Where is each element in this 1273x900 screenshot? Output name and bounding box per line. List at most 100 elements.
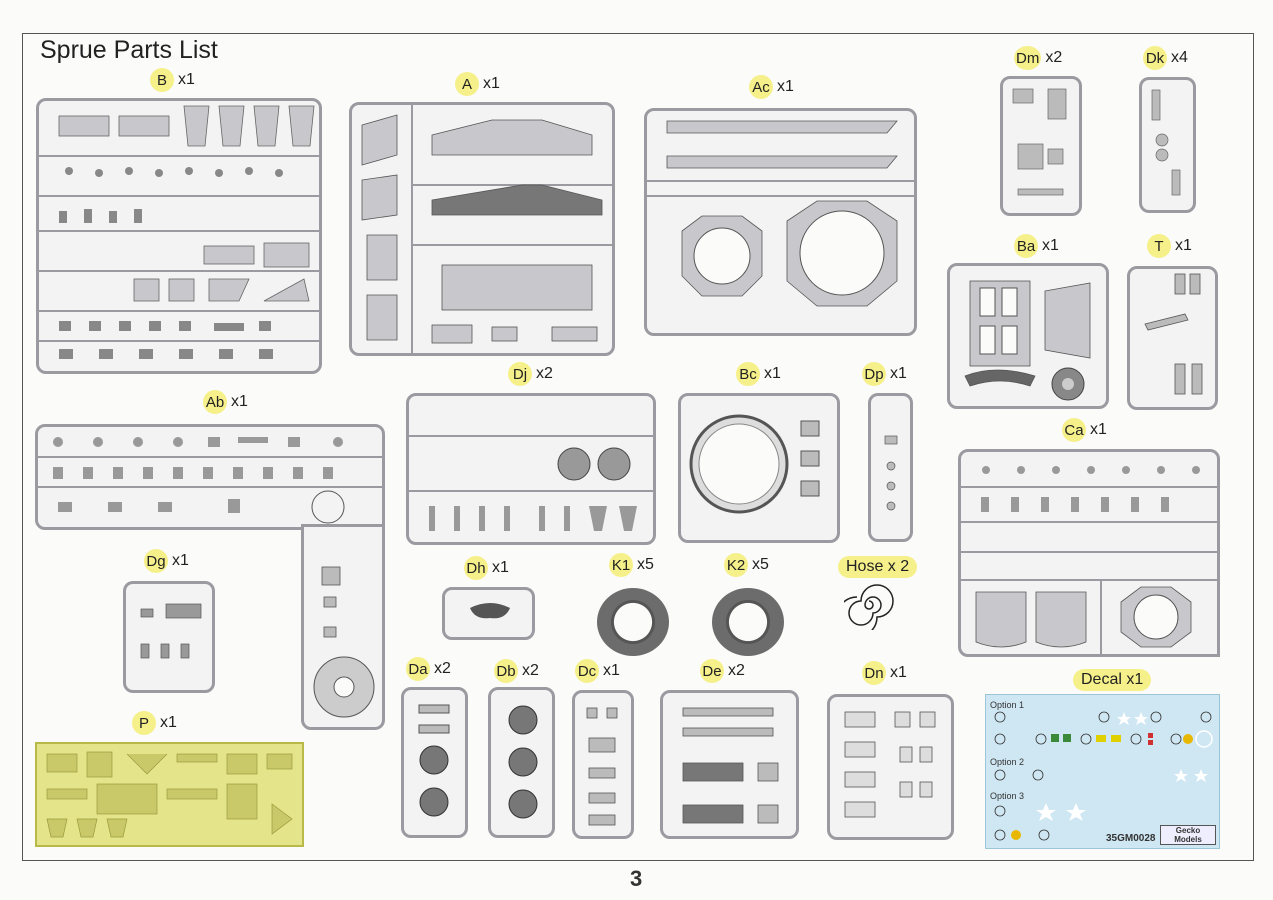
sprue-qty: x1 xyxy=(603,662,620,679)
sprue-dn xyxy=(827,694,954,840)
sprue-qty: x2 xyxy=(522,662,539,679)
sprue-dk-parts xyxy=(1151,89,1181,196)
sprue-qty: x1 xyxy=(483,75,500,92)
photo-etch-parts xyxy=(46,751,293,838)
sprue-qty: x2 xyxy=(1045,49,1063,66)
sprue-ba xyxy=(947,263,1109,409)
sprue-ca-parts xyxy=(961,466,1217,654)
sprue-dj xyxy=(406,393,656,545)
sprue-id: Db xyxy=(494,659,518,683)
sprue-ac-parts xyxy=(647,120,914,307)
sprue-dn-parts xyxy=(844,711,936,818)
sprue-db xyxy=(488,687,555,838)
sprue-id: K2 xyxy=(724,553,748,577)
sprue-id: Ab xyxy=(203,390,227,414)
sprue-dg-parts xyxy=(140,603,202,659)
decal-code: 35GM0028 xyxy=(1106,833,1156,844)
sprue-id: Ba xyxy=(1014,234,1038,258)
sprue-qty: x1 xyxy=(160,714,177,731)
sprue-dm xyxy=(1000,76,1082,216)
sprue-dk xyxy=(1139,77,1196,213)
sprue-t xyxy=(1127,266,1218,410)
sprue-ab-bottom xyxy=(301,524,385,730)
sprue-qty: x1 xyxy=(890,365,907,382)
sprue-dc-parts xyxy=(586,707,618,826)
page-title: Sprue Parts List xyxy=(40,36,218,64)
sprue-db-parts xyxy=(508,705,538,819)
sprue-dp xyxy=(868,393,913,542)
sprue-ac xyxy=(644,108,917,336)
sprue-id: Bc xyxy=(736,362,760,386)
hose-coil-icon xyxy=(844,584,894,630)
sprue-qty: x1 xyxy=(178,71,195,88)
sprue-qty: x4 xyxy=(1171,49,1188,66)
sprue-ab-parts xyxy=(38,437,382,524)
sprue-qty: x5 xyxy=(752,556,769,573)
sprue-qty: x1 xyxy=(1090,421,1107,438)
sprue-da xyxy=(401,687,468,838)
sprue-qty: x1 xyxy=(890,664,907,681)
sprue-id: Dh xyxy=(464,556,488,580)
decal-sheet: Option 1 Option 2 Option 3 35GM0028 Geck… xyxy=(985,694,1220,849)
sprue-b-parts xyxy=(39,105,319,359)
sprue-id: Dg xyxy=(144,549,168,573)
decal-option-3: Option 3 xyxy=(990,791,1025,801)
sprue-qty: x2 xyxy=(434,660,451,677)
sprue-dj-parts xyxy=(409,435,653,531)
tire-k2 xyxy=(712,588,784,656)
sprue-ba-parts xyxy=(964,280,1091,401)
sprue-dh-parts xyxy=(470,603,510,619)
sprue-qty: x1 xyxy=(1175,237,1192,254)
sprue-dc xyxy=(572,690,634,839)
tire-k1 xyxy=(597,588,669,656)
sprue-id: Dn xyxy=(862,661,886,685)
sprue-ab-bottom-parts xyxy=(313,566,375,718)
sprue-b xyxy=(36,98,322,374)
sprue-a xyxy=(349,102,615,356)
sprue-de xyxy=(660,690,799,839)
sprue-a-parts xyxy=(361,105,612,353)
sprue-qty: x1 xyxy=(231,393,248,410)
decal-label: Decal x1 xyxy=(1073,669,1152,691)
sprue-qty: x5 xyxy=(637,556,654,573)
hose-label: Hose x 2 xyxy=(838,556,918,578)
sprue-id: B xyxy=(150,68,174,92)
sprue-id: Ac xyxy=(749,75,773,99)
sprue-bc-parts xyxy=(689,414,820,514)
sprue-bc xyxy=(678,393,840,543)
sprue-id: Dj xyxy=(508,362,532,386)
sprue-qty: x1 xyxy=(492,559,509,576)
sprue-id: P xyxy=(132,711,156,735)
sprue-id: Dm xyxy=(1014,46,1042,70)
sprue-dp-parts xyxy=(884,435,898,511)
sprue-id: Da xyxy=(406,657,430,681)
page-frame xyxy=(22,33,1254,861)
sprue-ab-top xyxy=(35,424,385,530)
sprue-t-parts xyxy=(1144,273,1203,395)
sprue-dm-parts xyxy=(1012,88,1067,196)
sprue-dh xyxy=(442,587,535,640)
sprue-id: Ca xyxy=(1062,418,1086,442)
decal-markings xyxy=(994,711,1213,841)
sprue-dg xyxy=(123,581,215,693)
sprue-ca xyxy=(958,449,1220,657)
sprue-qty: x1 xyxy=(172,552,189,569)
decal-option-2: Option 2 xyxy=(990,757,1025,767)
sprue-id: Dp xyxy=(862,362,886,386)
sprue-da-parts xyxy=(418,704,450,817)
